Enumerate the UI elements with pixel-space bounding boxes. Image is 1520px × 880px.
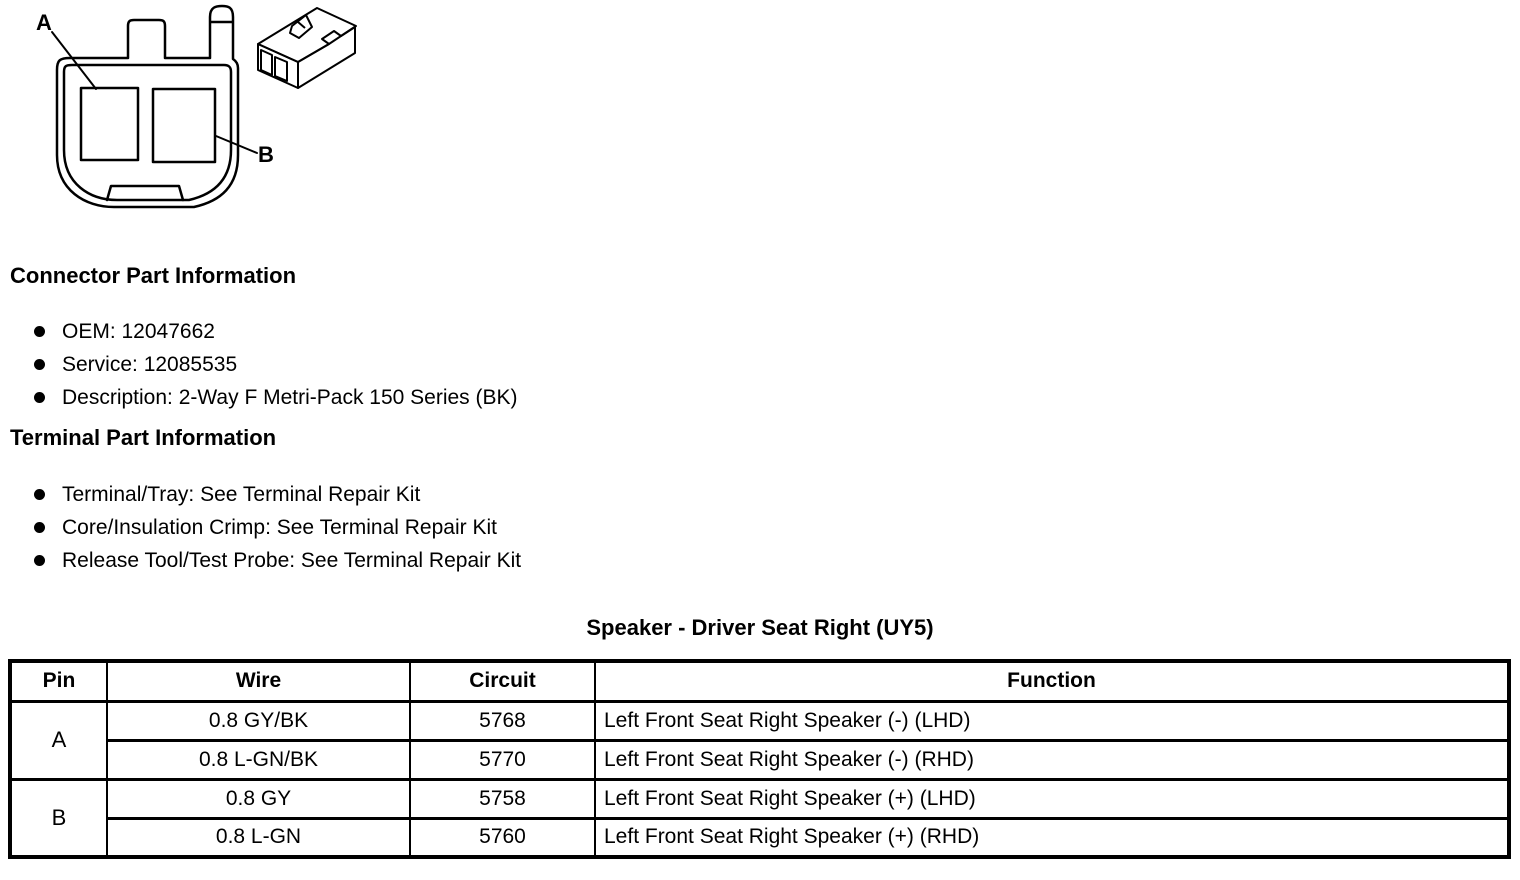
wire-cell: 0.8 GY — [106, 777, 411, 820]
list-item-text: Description: 2-Way F Metri-Pack 150 Seri… — [62, 386, 518, 409]
list-item: OEM: 12047662 — [10, 318, 518, 351]
list-item: Terminal/Tray: See Terminal Repair Kit — [10, 481, 521, 514]
pin-b-label: B — [258, 142, 274, 167]
table-header-row: Pin Wire Circuit Function — [9, 659, 1510, 703]
list-item-text: Core/Insulation Crimp: See Terminal Repa… — [62, 516, 497, 539]
list-item-text: Service: 12085535 — [62, 353, 238, 376]
circuit-cell: 5760 — [409, 816, 596, 859]
bottom-shelf — [105, 184, 185, 202]
connector-body-outline — [55, 4, 240, 209]
header-function: Function — [594, 659, 1510, 703]
pinout-table: Pin Wire Circuit Function A 0.8 GY/BK 57… — [8, 659, 1511, 859]
header-circuit: Circuit — [409, 659, 596, 703]
pin-cell: B — [9, 777, 108, 859]
table-row: 0.8 L-GN/BK 5770 Left Front Seat Right S… — [10, 738, 1510, 781]
connector-part-info-list: OEM: 12047662 Service: 12085535 Descript… — [10, 318, 518, 417]
leader-line-a — [51, 31, 97, 90]
wire-cell: 0.8 L-GN — [106, 816, 411, 859]
list-item: Core/Insulation Crimp: See Terminal Repa… — [10, 514, 521, 547]
connector-inner-outline — [62, 63, 233, 202]
circuit-cell: 5768 — [409, 699, 596, 742]
cavity-a — [79, 86, 140, 162]
connector-part-info-heading: Connector Part Information — [10, 263, 297, 288]
iso-lock-tab — [289, 14, 313, 39]
list-item: Description: 2-Way F Metri-Pack 150 Seri… — [10, 384, 518, 417]
circuit-cell: 5770 — [409, 738, 596, 781]
list-item-text: OEM: 12047662 — [62, 320, 215, 343]
terminal-part-info-list: Terminal/Tray: See Terminal Repair Kit C… — [10, 481, 521, 580]
function-cell: Left Front Seat Right Speaker (-) (LHD) — [594, 699, 1510, 742]
table-row: B 0.8 GY 5758 Left Front Seat Right Spea… — [9, 777, 1510, 859]
wire-cell: 0.8 GY/BK — [106, 699, 411, 742]
table-row: 0.8 L-GN 5760 Left Front Seat Right Spea… — [10, 816, 1510, 859]
list-item-text: Terminal/Tray: See Terminal Repair Kit — [62, 483, 421, 506]
pin-a-label: A — [36, 10, 52, 35]
iso-cavity-1 — [260, 49, 273, 76]
connector-front-view-drawing: A B — [36, 4, 357, 209]
terminal-part-info-heading: Terminal Part Information — [10, 425, 277, 450]
list-item: Service: 12085535 — [10, 351, 518, 384]
function-cell: Left Front Seat Right Speaker (+) (RHD) — [594, 816, 1510, 859]
pin-cell: A — [9, 699, 108, 781]
table-row: A 0.8 GY/BK 5768 Left Front Seat Right S… — [9, 699, 1510, 781]
header-wire: Wire — [106, 659, 411, 703]
connector-diagram: A B — [0, 0, 380, 235]
cavity-b — [151, 87, 217, 164]
function-cell: Left Front Seat Right Speaker (+) (LHD) — [594, 777, 1510, 820]
list-item-text: Release Tool/Test Probe: See Terminal Re… — [62, 549, 522, 572]
list-item: Release Tool/Test Probe: See Terminal Re… — [10, 547, 521, 580]
connector-iso-view — [257, 7, 357, 89]
wire-cell: 0.8 L-GN/BK — [106, 738, 411, 781]
function-cell: Left Front Seat Right Speaker (-) (RHD) — [594, 738, 1510, 781]
leader-line-b — [215, 135, 258, 154]
circuit-cell: 5758 — [409, 777, 596, 820]
pinout-table-title: Speaker - Driver Seat Right (UY5) — [586, 615, 934, 640]
header-pin: Pin — [9, 659, 108, 703]
iso-cavity-2 — [274, 56, 288, 82]
